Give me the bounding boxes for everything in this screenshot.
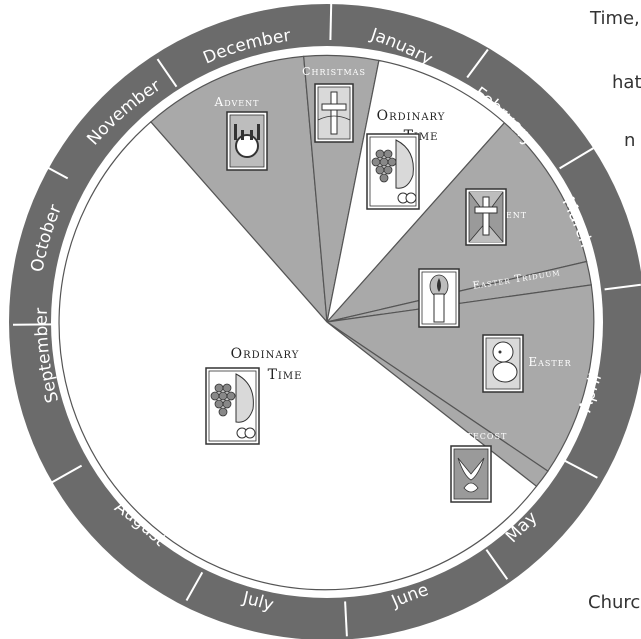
easter-label: Easter — [528, 355, 571, 369]
dove-icon — [450, 445, 492, 503]
candle-icon — [418, 268, 460, 328]
easter-sector — [325, 284, 595, 472]
pentecost-label: Pentecost — [443, 428, 508, 442]
christmas-label: Christmas — [302, 65, 366, 78]
ordinary-time-top-label-line-1: Ordinary — [377, 108, 446, 124]
advent-sector — [149, 55, 328, 324]
advent-wreath-icon — [226, 111, 268, 171]
background-text-line-1: Time, — [590, 8, 640, 29]
lent-cross-icon — [465, 188, 507, 246]
christmas-cross-icon — [314, 83, 354, 143]
background-text-line-2: hat — [612, 72, 641, 93]
ordinary-time-main-label-line-2: Time — [268, 367, 303, 383]
background-text-line-4: Church — [588, 592, 641, 613]
background-text-line-3: n — [624, 130, 636, 151]
ordinary-time-main-label-line-1: Ordinary — [231, 346, 300, 362]
grapes-bread-icon — [205, 367, 260, 445]
advent-label: Advent — [214, 95, 260, 109]
lamb-icon — [482, 334, 524, 393]
ordinary-time-main-sector — [58, 121, 538, 591]
grapes-bread-icon — [366, 133, 420, 210]
lent-sector — [325, 121, 588, 324]
month-dividers — [12, 3, 641, 637]
